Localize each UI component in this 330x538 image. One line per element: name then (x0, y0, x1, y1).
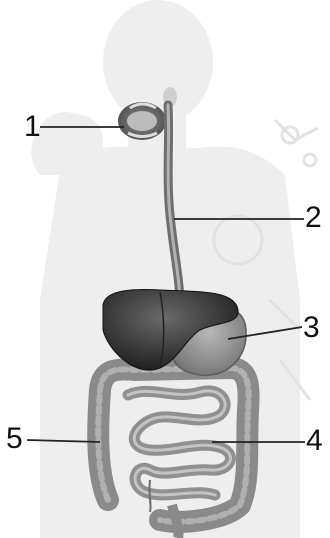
label-3: 3 (303, 313, 320, 343)
label-4: 4 (306, 426, 323, 456)
body-silhouette (31, 0, 300, 538)
label-1: 1 (24, 112, 41, 142)
label-5: 5 (6, 424, 23, 454)
label-2: 2 (305, 203, 322, 233)
